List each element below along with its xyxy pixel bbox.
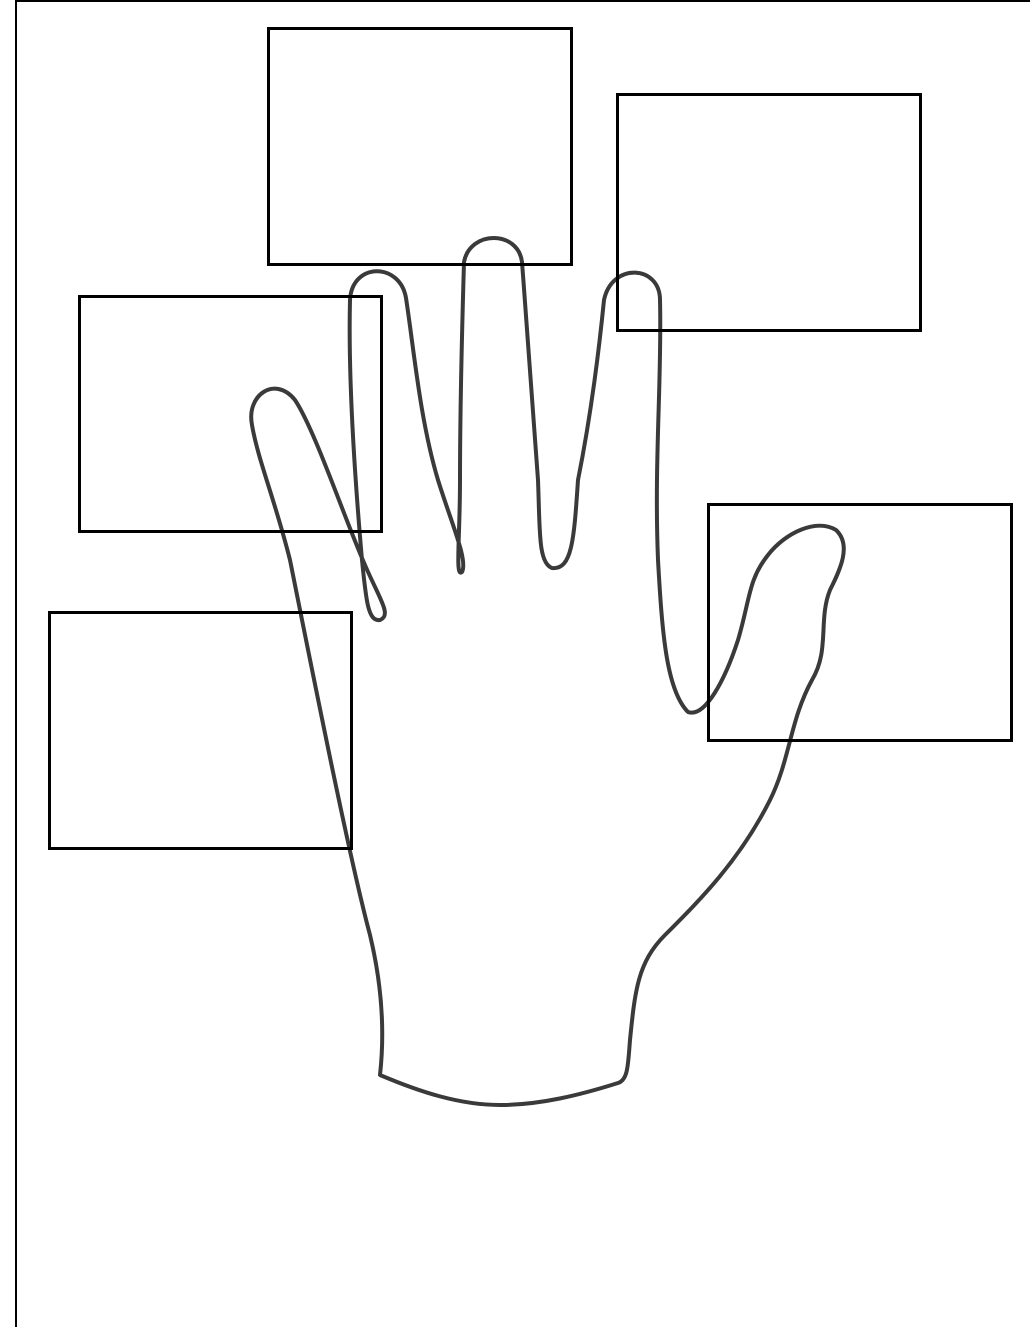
label-box-middle[interactable] xyxy=(267,27,573,266)
label-box-index[interactable] xyxy=(78,295,383,533)
label-box-little[interactable] xyxy=(707,503,1013,742)
label-box-thumb[interactable] xyxy=(48,611,353,850)
label-box-ring[interactable] xyxy=(616,93,922,332)
